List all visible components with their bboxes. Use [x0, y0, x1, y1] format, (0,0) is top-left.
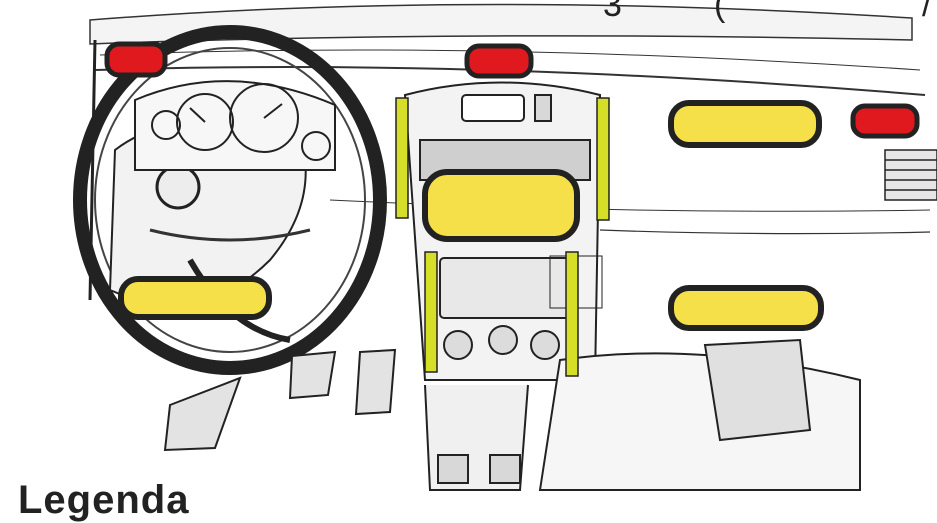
- yellow-marker-center-vents: [425, 172, 577, 239]
- right-vent: [885, 150, 937, 200]
- zone-bar-console-lower-right: [566, 252, 578, 376]
- legend-title: Legenda: [18, 478, 189, 523]
- top-text-slash: /: [922, 0, 931, 25]
- zone-bar-console-upper-right: [597, 98, 609, 220]
- yellow-marker-steering-wheel: [121, 279, 269, 317]
- top-text-paren: (: [714, 0, 725, 25]
- top-text-3: 3: [603, 0, 622, 25]
- instrument-cluster: [135, 81, 335, 170]
- dashboard-diagram: [0, 0, 937, 505]
- zone-bar-console-lower-left: [425, 252, 437, 372]
- red-marker-left-top: [107, 44, 165, 75]
- zone-bar-console-upper-left: [396, 98, 408, 218]
- yellow-marker-glovebox-top: [671, 103, 819, 145]
- yellow-marker-glovebox-bottom: [671, 288, 821, 328]
- red-marker-center-top: [467, 46, 531, 76]
- red-marker-right-top: [853, 106, 917, 136]
